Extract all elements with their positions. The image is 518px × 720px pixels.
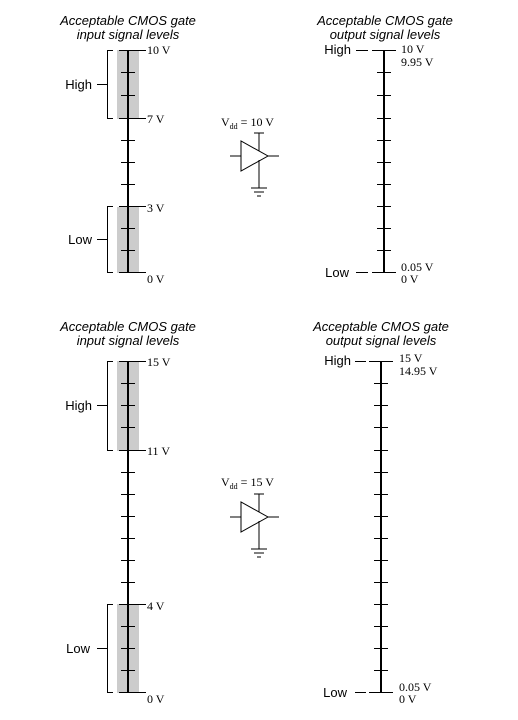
input-bottom-value: 0 V bbox=[147, 692, 165, 706]
low-threshold-value: 4 V bbox=[147, 599, 165, 613]
high-threshold-value: 7 V bbox=[147, 112, 165, 126]
output-low-level-value: 0.05 V bbox=[401, 260, 434, 274]
buffer-triangle-icon bbox=[240, 501, 270, 533]
high-label: High bbox=[65, 398, 92, 413]
low-label: Low bbox=[66, 641, 90, 656]
output-low-label: Low bbox=[323, 685, 347, 700]
input-title-line2: input signal levels bbox=[77, 27, 180, 42]
input-top-value: 10 V bbox=[147, 43, 171, 57]
output-bottom-value: 0 V bbox=[401, 272, 419, 286]
input-scale-10v: Acceptable CMOS gate input signal levels bbox=[59, 13, 196, 286]
ground-icon bbox=[251, 187, 267, 197]
input-top-value: 15 V bbox=[147, 355, 171, 369]
output-high-label: High bbox=[324, 42, 351, 57]
input-ticks bbox=[119, 50, 146, 273]
output-top-value: 10 V bbox=[401, 42, 425, 56]
high-bracket bbox=[107, 50, 113, 119]
output-title-line2: output signal levels bbox=[326, 333, 437, 348]
high-label: High bbox=[65, 77, 92, 92]
high-threshold-value: 11 V bbox=[147, 444, 170, 458]
ground-icon bbox=[251, 548, 267, 558]
output-ticks bbox=[369, 361, 393, 693]
low-bracket bbox=[107, 604, 113, 693]
input-ticks bbox=[119, 361, 146, 693]
output-low-level-value: 0.05 V bbox=[399, 680, 432, 694]
low-bracket bbox=[107, 206, 113, 273]
buffer-gate: Vdd = 15 V bbox=[221, 475, 279, 558]
high-bracket bbox=[107, 361, 113, 451]
panel-vdd-15: Acceptable CMOS gate input signal levels bbox=[59, 319, 449, 706]
output-title-line1: Acceptable CMOS gate bbox=[316, 13, 453, 28]
output-high-level-value: 9.95 V bbox=[401, 55, 434, 69]
output-high-level-value: 14.95 V bbox=[399, 364, 438, 378]
input-scale-15v: Acceptable CMOS gate input signal levels bbox=[59, 319, 196, 706]
panel-vdd-10: Acceptable CMOS gate input signal levels bbox=[59, 13, 453, 286]
output-title-line1: Acceptable CMOS gate bbox=[312, 319, 449, 334]
low-label: Low bbox=[68, 232, 92, 247]
input-title-line1: Acceptable CMOS gate bbox=[59, 319, 196, 334]
vdd-label: Vdd = 15 V bbox=[221, 475, 274, 491]
output-scale-15v: Acceptable CMOS gate output signal level… bbox=[312, 319, 449, 706]
low-threshold-value: 3 V bbox=[147, 201, 165, 215]
buffer-triangle-icon bbox=[240, 140, 270, 172]
output-high-label: High bbox=[324, 353, 351, 368]
input-title-line1: Acceptable CMOS gate bbox=[59, 13, 196, 28]
output-ticks bbox=[372, 50, 396, 273]
output-scale-10v: Acceptable CMOS gate output signal level… bbox=[316, 13, 453, 286]
buffer-gate: Vdd = 10 V bbox=[221, 115, 279, 197]
input-title-line2: input signal levels bbox=[77, 333, 180, 348]
output-top-value: 15 V bbox=[399, 351, 423, 365]
input-bottom-value: 0 V bbox=[147, 272, 165, 286]
output-low-label: Low bbox=[325, 265, 349, 280]
vdd-label: Vdd = 10 V bbox=[221, 115, 274, 131]
output-bottom-value: 0 V bbox=[399, 692, 417, 706]
output-title-line2: output signal levels bbox=[330, 27, 441, 42]
